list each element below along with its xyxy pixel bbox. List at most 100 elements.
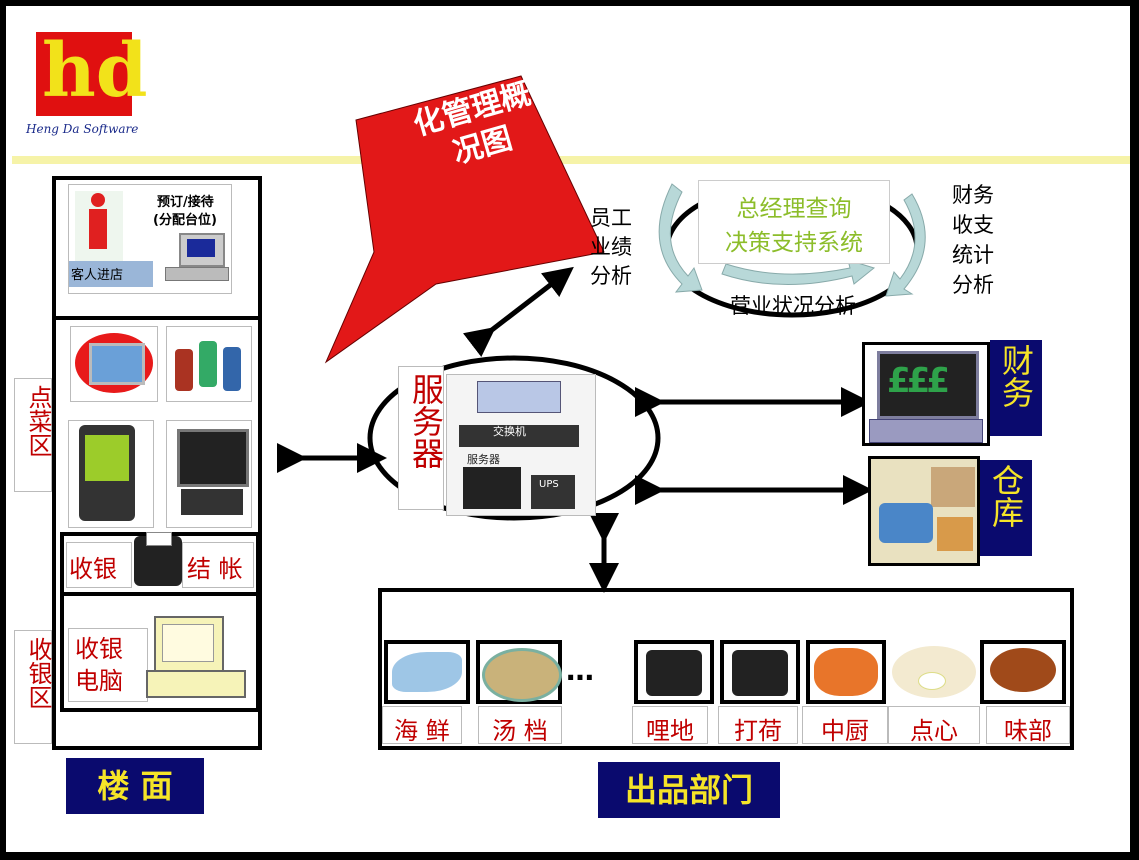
logo-letters: hd	[42, 28, 148, 114]
switch-rack	[459, 425, 579, 447]
cashier-monitor-screen	[162, 624, 214, 662]
decision-system-box: 总经理查询 决策支持系统	[698, 180, 890, 264]
dept-seafood-box	[384, 640, 470, 704]
dept-label-soup-box: 汤 档	[478, 706, 562, 745]
pos-terminal	[166, 420, 252, 528]
reception-keyboard	[165, 267, 229, 281]
phone-icon-3	[223, 347, 241, 391]
checkout-label: 结 帐	[187, 555, 243, 583]
cashier-pc-label-box: 收银 电脑	[68, 628, 148, 702]
dept-label-soup: 汤 档	[492, 717, 548, 745]
cashier-pc-box	[60, 592, 260, 712]
dept-label-seafood: 海 鲜	[394, 717, 450, 745]
phone-icon-2	[199, 341, 217, 387]
reception-label-1: 预订/接待	[157, 195, 214, 210]
mobile-phones	[166, 326, 252, 402]
switch-device	[477, 381, 561, 413]
phone-icon-1	[175, 349, 193, 391]
dept-label-flavor: 味部	[1004, 717, 1052, 745]
staff-analysis-text: 员工业绩分析	[590, 206, 632, 288]
order-zone-label-box: 点菜区	[14, 378, 52, 492]
dept-label-flavor-box: 味部	[986, 706, 1070, 745]
chinese-dish-icon	[814, 648, 878, 696]
dept-label-curry-box: 哩地	[632, 706, 708, 745]
warehouse-label-box: 仓库	[980, 460, 1032, 556]
cashier-label: 收银	[69, 555, 117, 583]
person-body	[89, 209, 107, 249]
finance-analysis-label: 财务收支统计分析	[952, 180, 998, 300]
monitor-screen	[187, 239, 215, 257]
dept-label-chinese: 中厨	[821, 717, 869, 745]
order-zone-label: 点菜区	[24, 385, 52, 457]
server-rack-label: 服务器	[467, 453, 500, 466]
logo-subtitle: Heng Da Software	[26, 122, 139, 136]
slide: hd Heng Da Software 餐饮信息 化管理概 况图 总经理查询 决…	[6, 6, 1130, 852]
cashier-zone-label: 收银区	[24, 637, 52, 709]
cashier-keyboard-icon	[146, 670, 246, 698]
finance-icon-box: £££	[862, 342, 990, 446]
dept-label-chinese-box: 中厨	[802, 706, 888, 745]
finance-label-box: 财务	[990, 340, 1042, 436]
header-divider	[12, 156, 1130, 164]
dimsum-egg	[918, 672, 946, 690]
dept-plating-box	[720, 640, 800, 704]
decision-line1: 总经理查询	[736, 196, 852, 222]
cashier-zone-label-box: 收银区	[14, 630, 52, 744]
kitchen-ellipsis: …	[566, 654, 594, 687]
logo-mark: hd	[36, 32, 148, 116]
decision-line2: 决策支持系统	[725, 230, 863, 256]
finance-analysis-text: 财务收支统计分析	[952, 183, 994, 297]
entrance-arrow	[69, 261, 153, 287]
staff-analysis-label: 员工业绩分析	[590, 204, 646, 296]
kitchen-title: 出品部门	[624, 771, 753, 809]
server-label-box: 服务器	[398, 366, 445, 510]
printer-icon-2	[732, 650, 788, 696]
warehouse-label: 仓库	[987, 464, 1025, 528]
switch-label: 交换机	[493, 425, 526, 438]
pos-screen	[177, 429, 249, 487]
receipt-paper	[146, 532, 172, 546]
warehouse-icon-box	[868, 456, 980, 566]
cashier-label-box: 收银	[66, 542, 132, 588]
cashier-pc-line1: 收银	[75, 635, 123, 663]
dept-label-plating-box: 打荷	[718, 706, 798, 745]
dept-label-plating: 打荷	[734, 717, 782, 745]
dept-label-curry: 哩地	[646, 717, 694, 745]
person-head	[91, 193, 105, 207]
finance-label: 财务	[997, 344, 1035, 408]
reception-panel: 客人进店 预订/接待 (分配台位)	[68, 184, 232, 294]
pound-icon: £££	[887, 361, 950, 401]
server-label: 服务器	[407, 373, 445, 469]
ups-unit	[531, 475, 575, 509]
cashier-computer-icon	[154, 616, 224, 672]
reception-computer-icon	[179, 233, 225, 267]
guest-entry-label: 客人进店	[71, 268, 124, 283]
dept-curry-box	[634, 640, 714, 704]
kitchen-outer-box	[378, 588, 1074, 750]
floor-title: 楼 面	[97, 767, 173, 805]
server-equipment: 交换机 服务器 UPS	[446, 374, 596, 516]
connection-arrows	[277, 266, 873, 593]
tv-icon	[89, 343, 145, 385]
kitchen-title-box: 出品部门	[598, 762, 780, 818]
box-icon	[937, 517, 973, 551]
server-ellipse	[367, 355, 661, 521]
cashier-pc-line2: 电脑	[75, 667, 123, 695]
dept-flavor-box	[980, 640, 1066, 704]
laptop-screen	[877, 351, 979, 419]
soup-bowl-icon	[482, 648, 562, 702]
ups-label: UPS	[539, 479, 559, 490]
shelf-icon	[931, 467, 975, 507]
checkout-label-box: 结 帐	[182, 542, 254, 588]
roast-chicken-icon	[990, 648, 1056, 692]
callout-burst	[324, 75, 605, 364]
cashier-pc-label: 收银 电脑	[75, 633, 123, 697]
fish-icon	[392, 652, 462, 692]
receipt-printer-icon	[134, 532, 182, 586]
pda-device	[68, 420, 154, 528]
server-rack	[463, 467, 521, 509]
dept-label-dimsum: 点心	[910, 717, 958, 745]
business-analysis-label: 营业状况分析	[730, 294, 856, 318]
dept-label-dimsum-box: 点心	[888, 706, 980, 745]
walking-person-icon	[75, 191, 123, 271]
